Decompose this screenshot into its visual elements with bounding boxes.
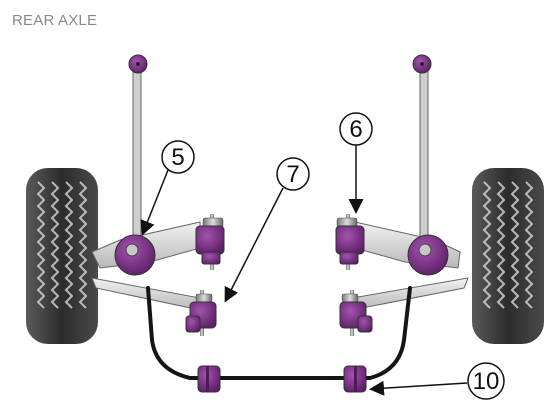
right-upper-inner-bush: [335, 214, 365, 270]
anti-roll-bar: [146, 286, 412, 380]
left-hub-bush: [114, 234, 156, 276]
callout-5: 5: [140, 140, 195, 236]
left-lower-arm: [91, 277, 201, 311]
callout-5-arrow: [140, 169, 169, 236]
anti-roll-bar-bush-right: [343, 365, 367, 393]
callout-5-label: 5: [171, 144, 184, 171]
right-damper: [412, 54, 432, 245]
anti-roll-bar-bush-left: [197, 365, 221, 393]
callout-7-label: 7: [286, 161, 299, 188]
right-hub-bush: [407, 234, 449, 276]
page-title: REAR AXLE: [12, 12, 98, 29]
right-lower-inner-bush: [339, 290, 373, 336]
left-tyre: [26, 168, 98, 344]
callout-10: 10: [369, 362, 505, 400]
callout-7-arrow: [224, 187, 284, 303]
left-upper-inner-bush: [195, 214, 225, 270]
callout-6: 6: [339, 112, 373, 214]
left-damper: [128, 54, 148, 245]
callout-10-arrow: [369, 380, 468, 396]
callout-6-label: 6: [349, 116, 362, 143]
left-lower-inner-bush: [185, 290, 217, 336]
callout-7: 7: [224, 157, 310, 303]
right-tyre: [472, 168, 544, 344]
callout-10-label: 10: [473, 368, 500, 395]
